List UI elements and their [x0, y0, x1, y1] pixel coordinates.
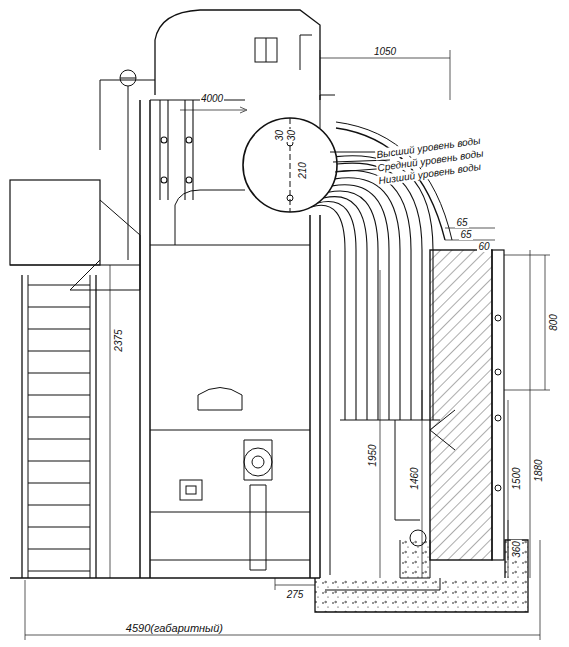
- dimension-label: 360: [511, 540, 522, 559]
- dimension-label: 1950: [367, 443, 378, 467]
- dimension-label: 60: [477, 241, 490, 252]
- ladder-rung: [28, 548, 90, 549]
- boiler-tube: [336, 156, 433, 420]
- dimension-label: 4000: [200, 93, 224, 104]
- boiler-tube: [311, 205, 345, 420]
- dimension-label: 1880: [533, 458, 544, 482]
- dimension-label: 1460: [409, 466, 420, 490]
- dimension-label: 30: [275, 128, 286, 141]
- dimension-label: 800: [548, 313, 559, 332]
- dimension-label: 4590(габаритный): [125, 622, 224, 634]
- boiler-tube: [337, 163, 422, 420]
- ladder-rung: [28, 482, 90, 483]
- ladder-rung: [28, 460, 90, 461]
- dimension-label: 30: [287, 128, 298, 141]
- ladder-rung: [28, 570, 90, 571]
- ladder-rung: [28, 504, 90, 505]
- dimension-label: 275: [286, 589, 305, 600]
- dimension-label: 210: [297, 161, 308, 180]
- boiler-tube: [337, 171, 411, 420]
- ladder-rung: [28, 526, 90, 527]
- ladder-rung: [28, 394, 90, 395]
- ladder-rung: [28, 284, 90, 285]
- dimension-label: 1500: [511, 466, 522, 490]
- dimension-label: 2375: [113, 328, 124, 352]
- ladder-rung: [28, 306, 90, 307]
- dimension-label: 65: [459, 229, 472, 240]
- ladder-rung: [28, 372, 90, 373]
- boiler-tube: [328, 191, 378, 420]
- boiler-tube: [335, 178, 400, 420]
- ladder-rung: [28, 416, 90, 417]
- ladder-rung: [28, 438, 90, 439]
- dimension-label: 1050: [373, 46, 397, 57]
- dimension-label: 65: [455, 217, 468, 228]
- boiler-tube: [318, 201, 356, 420]
- boiler-tube: [332, 185, 389, 420]
- ladder-rung: [28, 350, 90, 351]
- ladder-rung: [28, 328, 90, 329]
